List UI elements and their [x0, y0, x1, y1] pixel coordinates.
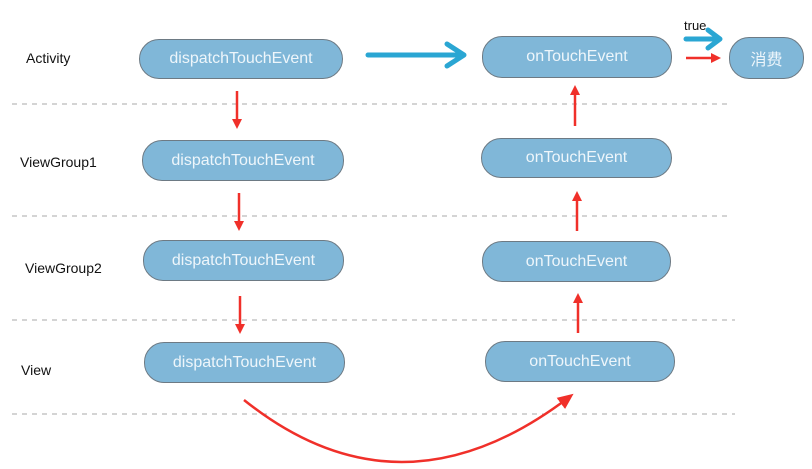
layer-label-activity: Activity: [26, 50, 71, 66]
arrow-blue-true: [683, 27, 723, 51]
layer-label-viewgroup1: ViewGroup1: [20, 154, 97, 170]
layer-label-viewgroup2: ViewGroup2: [25, 260, 102, 276]
node-view-ontouch: onTouchEvent: [485, 341, 675, 382]
node-activity-dispatch: dispatchTouchEvent: [139, 39, 343, 79]
node-activity-ontouch: onTouchEvent: [482, 36, 672, 78]
node-viewgroup1-ontouch: onTouchEvent: [481, 138, 672, 178]
node-consume: 消费: [729, 37, 804, 79]
node-viewgroup2-dispatch: dispatchTouchEvent: [143, 240, 344, 281]
node-viewgroup1-dispatch: dispatchTouchEvent: [142, 140, 344, 181]
arrow-curve-view: [243, 393, 574, 464]
node-viewgroup2-ontouch: onTouchEvent: [482, 241, 671, 282]
layer-label-view: View: [21, 362, 52, 378]
edge-label-true: true: [684, 18, 707, 33]
arrow-blue-activity: [365, 41, 467, 69]
node-view-dispatch: dispatchTouchEvent: [144, 342, 345, 383]
